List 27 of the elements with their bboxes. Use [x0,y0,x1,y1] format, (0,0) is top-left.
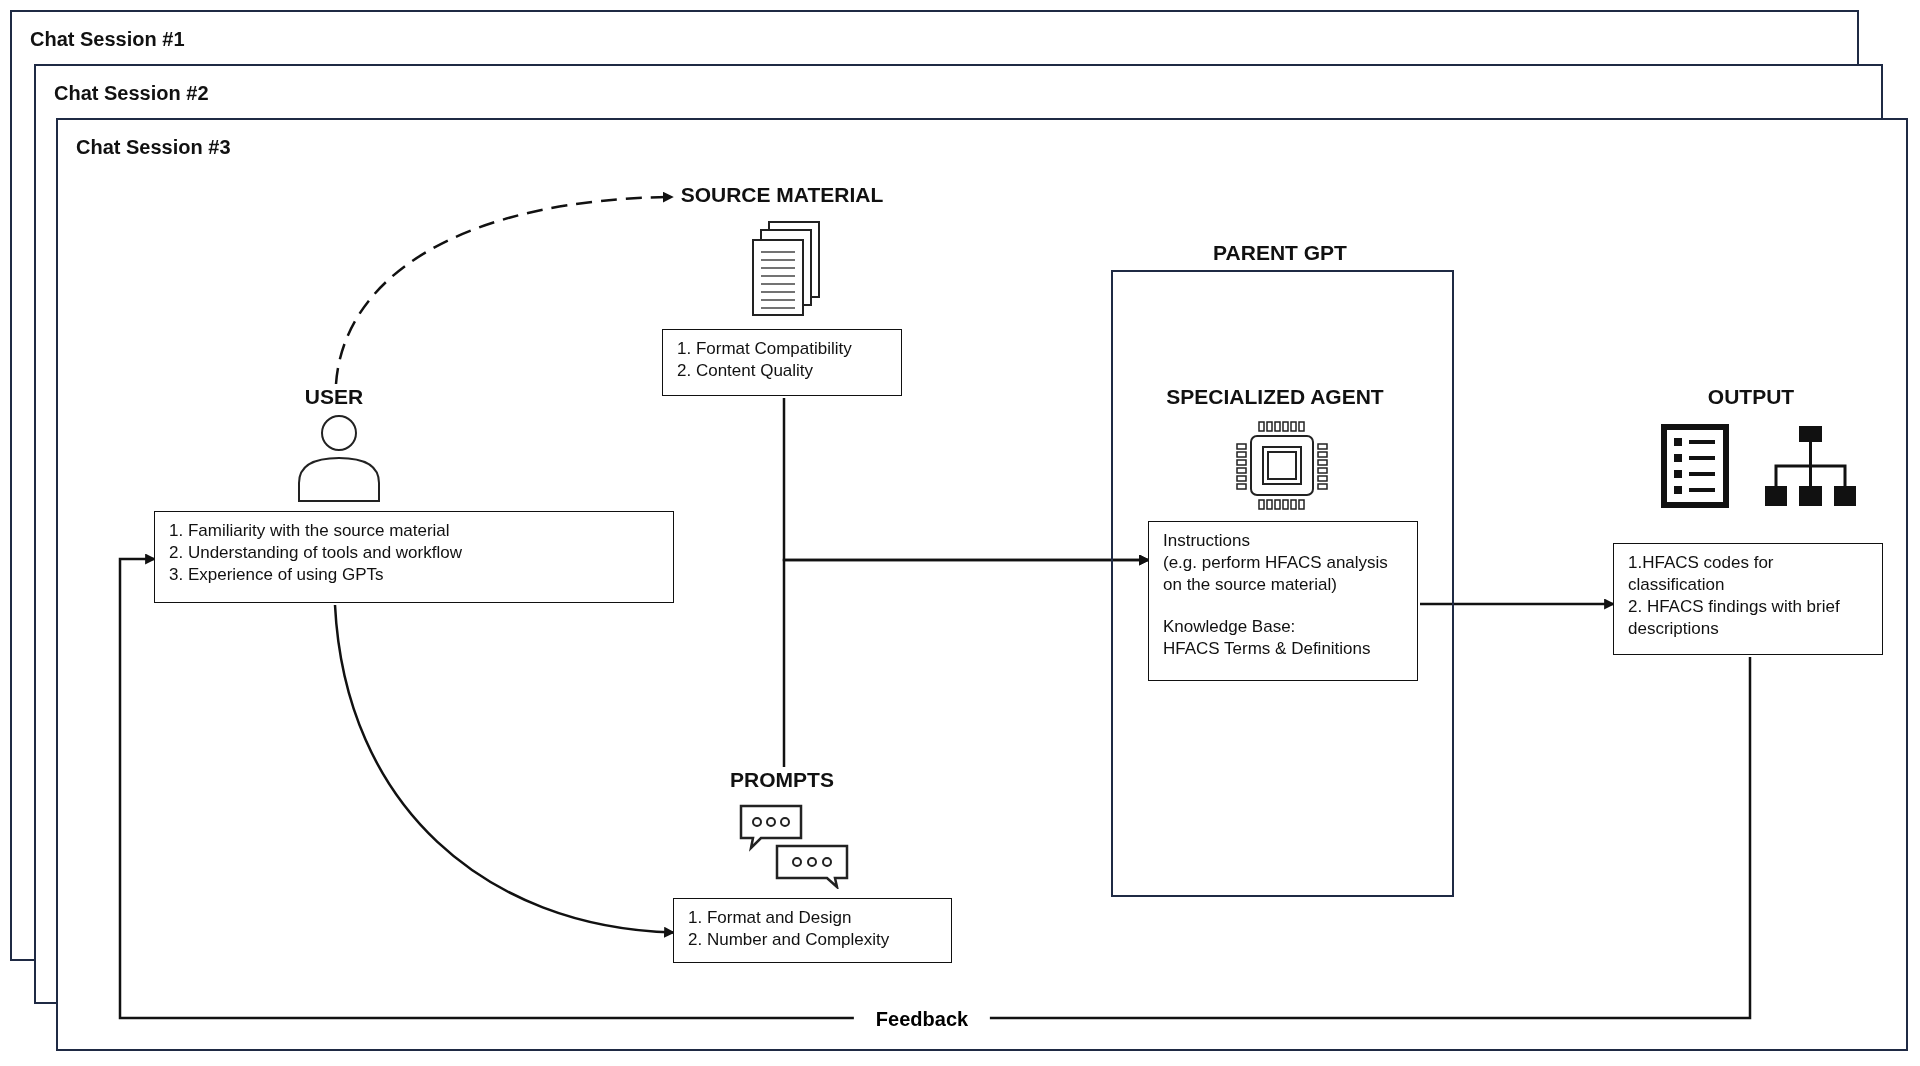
chat-session-panel [56,118,1908,1051]
arrow [118,553,1752,1020]
list-item: 1. Format and Design [688,907,853,929]
panel-title: Chat Session #3 [76,136,231,159]
list-item: 2. Content Quality [677,360,815,382]
section-heading: SPECIALIZED AGENT [1166,385,1384,409]
panel-title: Chat Session #1 [30,28,185,51]
list-item: 1.HFACS codes for classification [1628,552,1775,596]
list-item: 2. HFACS findings with brief descriptions [1628,596,1841,640]
list-item: 1. Format Compatibility [677,338,853,360]
arrow [334,191,674,385]
list-item: 2. Understanding of tools and workflow [169,542,463,564]
section-heading: OUTPUT [1707,385,1795,409]
box-text: Instructions [1163,530,1251,552]
list-item: 1. Familiarity with the source material [169,520,451,542]
panel-title: Chat Session #2 [54,82,209,105]
container-title: PARENT GPT [1213,241,1347,265]
list-item: 2. Number and Complexity [688,929,891,951]
box-text: HFACS Terms & Definitions [1163,638,1372,660]
chat-session-panel [10,10,1859,64]
section-heading: PROMPTS [730,768,834,792]
section-heading: SOURCE MATERIAL [680,183,884,207]
list-item: 3. Experience of using GPTs [169,564,385,586]
chat-session-panel [34,64,1883,118]
section-heading: USER [304,385,364,409]
box-text: Knowledge Base: [1163,616,1297,638]
box-text: (e.g. perform HFACS analysis on the source material) [1163,552,1389,596]
